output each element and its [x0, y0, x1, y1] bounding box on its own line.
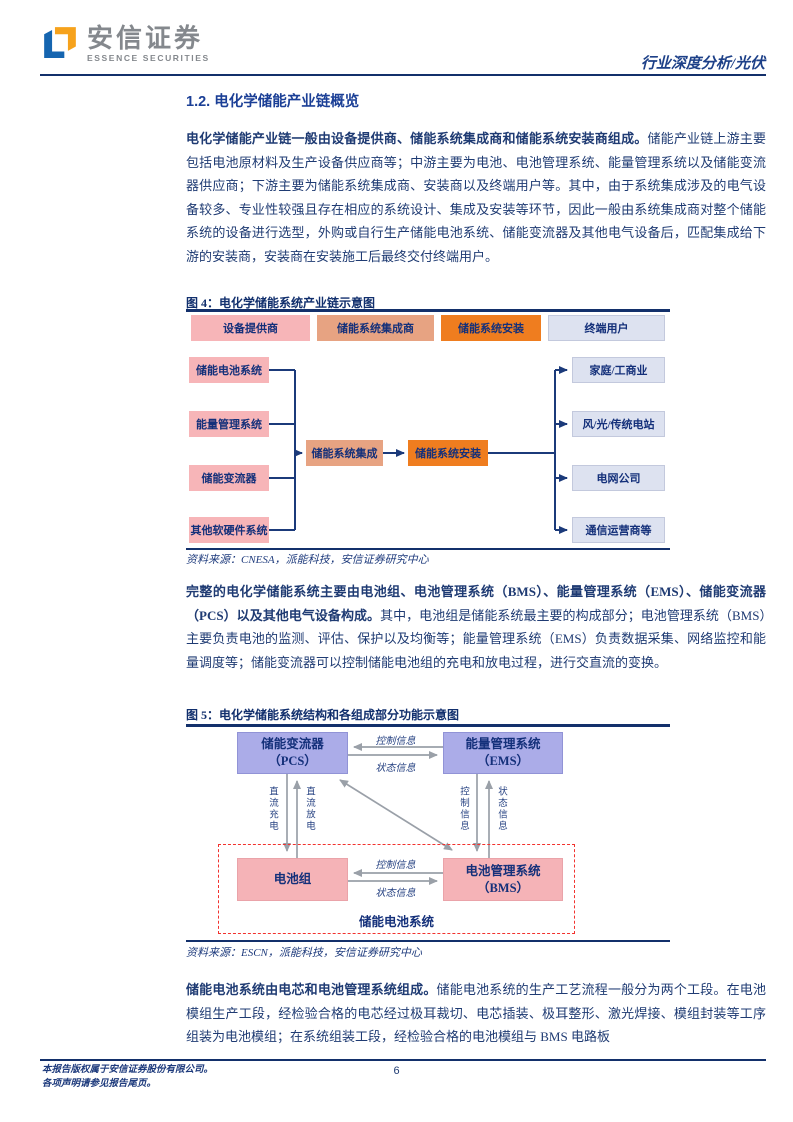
fig5-label-control-vertical: 控制信息 — [458, 786, 468, 832]
paragraph-1-body: 储能产业链上游主要包括电池原材料及生产设备供应商等；中游主要为电池、电池管理系统… — [186, 131, 766, 264]
figure5-title: 图 5：电化学储能系统结构和各组成部分功能示意图 — [186, 708, 460, 722]
fig4-stage-equipment-provider: 设备提供商 — [191, 315, 310, 341]
fig5-label-status-vertical: 状态信息 — [496, 786, 506, 832]
fig4-stage-system-integrator: 储能系统集成商 — [317, 315, 434, 341]
brand-name-en: ESSENCE SECURITIES — [87, 53, 210, 63]
fig4-supplier-ems: 能量管理系统 — [189, 411, 269, 437]
fig5-label-dc-charge: 直流充电 — [267, 786, 277, 832]
fig4-enduser-wind-solar-plant: 风/光/传统电站 — [572, 411, 665, 437]
figure4-diagram: 设备提供商 储能系统集成商 储能系统安装 终端用户 储能电池系统 能量管理系统 … — [186, 315, 670, 548]
fig4-enduser-telecom-operator: 通信运营商等 — [572, 517, 665, 543]
report-category-label: 行业深度分析/光伏 — [640, 56, 765, 72]
brand-text: 安信证券 ESSENCE SECURITIES — [87, 24, 210, 63]
fig4-supplier-battery-system: 储能电池系统 — [189, 357, 269, 383]
fig4-enduser-grid-company: 电网公司 — [572, 465, 665, 491]
figure4-connectors — [269, 366, 568, 534]
fig5-battery-pack-box: 电池组 — [237, 858, 348, 901]
essence-securities-logo: 安信证券 ESSENCE SECURITIES — [42, 24, 210, 64]
paragraph-2-lead: 完整的电化学储能系统主要由电池组、电池管理系统（BMS）、能量管理系统（EMS）… — [186, 584, 766, 623]
fig5-ems-box: 能量管理系统 （EMS） — [443, 732, 563, 774]
fig5-battery-system-boundary — [218, 844, 575, 934]
footer-disclaimer: 本报告版权属于安信证券股份有限公司。 各项声明请参见报告尾页。 — [42, 1064, 213, 1091]
fig5-label-status-top: 状态信息 — [375, 763, 416, 774]
figure4-title: 图 4：电化学储能系统产业链示意图 — [186, 296, 376, 310]
figure5-bottom-rule — [186, 940, 670, 942]
fig4-stage-end-user: 终端用户 — [548, 315, 665, 341]
fig5-ems-abbr: （EMS） — [476, 754, 530, 768]
fig4-installation-box: 储能系统安装 — [408, 440, 488, 466]
figure4-source: 资料来源：CNESA，派能科技，安信证券研究中心 — [186, 554, 429, 566]
fig5-battery-system-label: 储能电池系统 — [358, 915, 434, 929]
fig5-battery-pack-name: 电池组 — [273, 872, 312, 886]
page-number: 6 — [393, 1065, 400, 1077]
paragraph-2: 完整的电化学储能系统主要由电池组、电池管理系统（BMS）、能量管理系统（EMS）… — [186, 580, 766, 674]
figure4-bottom-rule — [186, 548, 670, 550]
fig5-pcs-box: 储能变流器 （PCS） — [237, 732, 348, 774]
paragraph-2-body: 其中，电池组是储能系统最主要的构成部分；电池管理系统（BMS）主要负责电池的监测… — [186, 607, 767, 670]
figure5-connectors — [283, 743, 493, 885]
figure5-top-rule — [186, 724, 670, 727]
fig5-label-status-bottom: 状态信息 — [375, 888, 416, 899]
figure5-source: 资料来源：ESCN，派能科技，安信证券研究中心 — [186, 947, 422, 959]
fig5-bms-box: 电池管理系统 （BMS） — [443, 858, 563, 901]
fig4-stage-system-installation: 储能系统安装 — [441, 315, 541, 341]
header-divider — [40, 74, 766, 76]
paragraph-1-lead: 电化学储能产业链一般由设备提供商、储能系统集成商和储能系统安装商组成。 — [186, 131, 648, 146]
fig5-label-control-top: 控制信息 — [375, 736, 416, 747]
fig5-pcs-name: 储能变流器 — [261, 737, 324, 751]
paragraph-1: 电化学储能产业链一般由设备提供商、储能系统集成商和储能系统安装商组成。储能产业链… — [186, 127, 766, 269]
fig4-supplier-pcs: 储能变流器 — [189, 465, 269, 491]
brand-name-cn: 安信证券 — [87, 23, 204, 53]
paragraph-3-body: 储能电池系统的生产工艺流程一般分为两个工段。在电池模组生产工段，经检验合格的电芯… — [186, 982, 766, 1045]
paragraph-3: 储能电池系统由电芯和电池管理系统组成。储能电池系统的生产工艺流程一般分为两个工段… — [186, 978, 766, 1049]
fig5-ems-name: 能量管理系统 — [465, 737, 541, 751]
footer-disclaimer-line1: 本报告版权属于安信证券股份有限公司。 — [42, 1065, 214, 1075]
fig4-enduser-home-commercial: 家庭/工商业 — [572, 357, 665, 383]
fig4-integration-box: 储能系统集成 — [306, 440, 383, 466]
figure5-diagram: 储能变流器 （PCS） 能量管理系统 （EMS） 电池组 电池管理系统 （BMS… — [186, 730, 670, 941]
figure4-top-rule — [186, 309, 670, 312]
section-heading: 1.2. 电化学储能产业链概览 — [186, 94, 360, 110]
footer-divider — [40, 1059, 766, 1061]
paragraph-3-lead: 储能电池系统由电芯和电池管理系统组成。 — [186, 982, 437, 997]
fig5-bms-name: 电池管理系统 — [465, 863, 541, 878]
fig5-bms-abbr: （BMS） — [476, 880, 530, 895]
essence-logo-icon — [44, 27, 76, 59]
fig5-pcs-abbr: （PCS） — [268, 754, 317, 768]
fig5-label-dc-discharge: 直流放电 — [304, 786, 314, 832]
fig4-supplier-other-hw-sw: 其他软硬件系统 — [189, 517, 269, 543]
fig5-label-control-bottom: 控制信息 — [375, 860, 416, 871]
footer-disclaimer-line2: 各项声明请参见报告尾页。 — [42, 1078, 157, 1089]
